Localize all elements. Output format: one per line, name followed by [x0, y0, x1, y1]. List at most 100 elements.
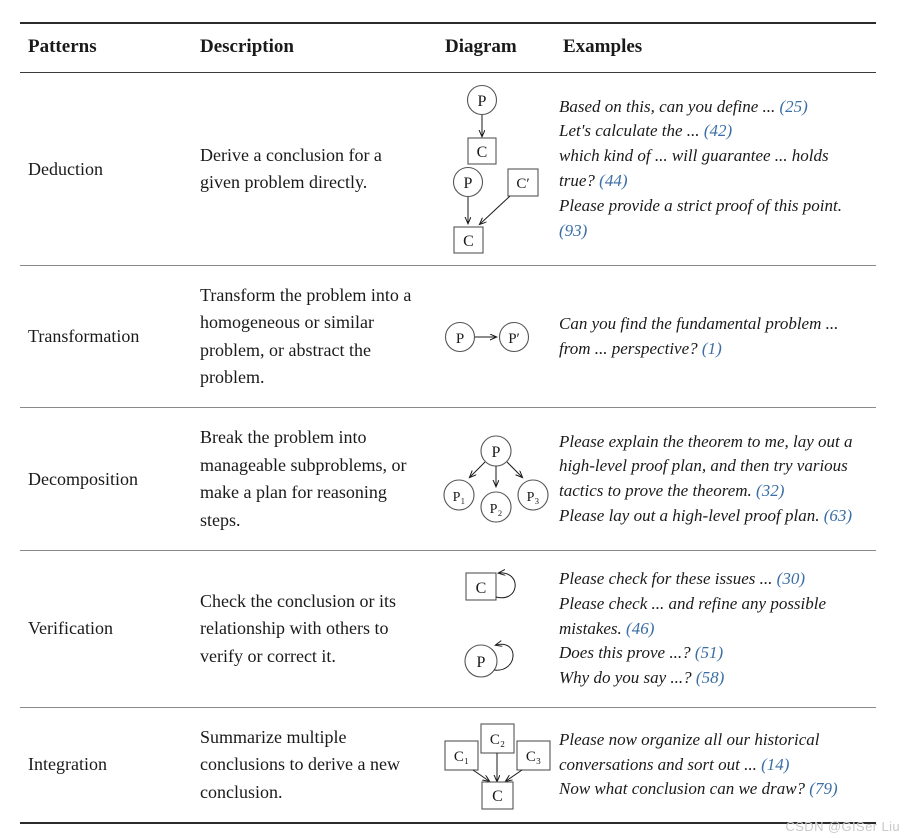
- pattern-description: Check the conclusion or its relationship…: [200, 590, 396, 666]
- table-row: Integration Summarize multiple conclusio…: [20, 708, 876, 823]
- example-citation: (46): [626, 618, 655, 638]
- example-citation: (14): [761, 754, 790, 774]
- pattern-description: Summarize multiple conclusions to derive…: [200, 726, 400, 802]
- row-rule: [20, 707, 876, 708]
- example-citation: (42): [703, 121, 733, 141]
- decomposition-diagram: P P₁ P₂: [437, 408, 555, 550]
- svg-text:C₂: C₂: [490, 732, 505, 748]
- example-text: Please provide a strict proof of this po…: [559, 195, 842, 215]
- svg-text:C₃: C₃: [526, 749, 541, 765]
- example-text: Why do you say ...?: [559, 668, 692, 688]
- example-item: Please explain the theorem to me, lay ou…: [559, 430, 868, 504]
- svg-text:C: C: [492, 788, 503, 805]
- example-text: Please now organize all our historical c…: [559, 729, 820, 774]
- example-item: Please check for these issues ... (30): [559, 567, 868, 592]
- row-rule: [20, 407, 876, 409]
- table-row: Decomposition Break the problem into man…: [20, 408, 876, 550]
- example-item: Please provide a strict proof of this po…: [559, 194, 868, 244]
- example-item: Let's calculate the ... (42): [559, 119, 868, 144]
- example-item: Why do you say ...? (58): [559, 666, 868, 691]
- example-item: Based on this, can you define ... (25): [559, 95, 868, 120]
- row-rule: [20, 550, 876, 551]
- pattern-label: Deduction: [28, 158, 103, 179]
- example-text: which kind of ... will guarantee ... hol…: [559, 146, 829, 190]
- table-row: Transformation Transform the problem int…: [20, 266, 876, 408]
- verification-diagram-graphic: C P: [439, 565, 553, 693]
- svg-text:P: P: [456, 331, 464, 347]
- example-citation: (32): [756, 481, 785, 501]
- example-citation: (44): [599, 171, 628, 190]
- deduction-diagram: P C P C′: [437, 73, 555, 266]
- example-text: Please lay out a high-level proof plan.: [559, 505, 820, 525]
- svg-text:P₂: P₂: [490, 502, 503, 517]
- pattern-label: Verification: [28, 618, 113, 639]
- pattern-description: Derive a conclusion for a given problem …: [200, 144, 382, 192]
- svg-text:P₃: P₃: [527, 490, 540, 505]
- pattern-label: Decomposition: [28, 468, 138, 489]
- patterns-table: Patterns Description Diagram Examples De…: [20, 22, 876, 826]
- table-bottom-rule: [20, 822, 876, 826]
- example-item: Does this prove ...? (51): [559, 641, 868, 666]
- svg-text:P: P: [492, 444, 501, 461]
- svg-text:C′: C′: [516, 176, 529, 192]
- column-header-description: Description: [200, 36, 294, 57]
- pattern-label: Transformation: [28, 326, 140, 347]
- example-citation: (63): [823, 505, 853, 525]
- deduction-diagram-graphic: P C P C′: [439, 83, 553, 255]
- decomposition-diagram-graphic: P P₁ P₂: [439, 433, 553, 525]
- svg-text:P: P: [464, 175, 473, 192]
- integration-diagram: C₂ C₁ C₃: [437, 708, 555, 823]
- examples-list: Please check for these issues ... (30) P…: [555, 551, 876, 708]
- pattern-label: Integration: [28, 754, 107, 775]
- examples-list: Based on this, can you define ... (25) L…: [555, 73, 876, 266]
- example-item: Can you find the fundamental problem ...…: [559, 312, 868, 362]
- svg-text:P′: P′: [508, 331, 520, 347]
- table-row: Verification Check the conclusion or its…: [20, 551, 876, 708]
- example-item: Please check ... and refine any possible…: [559, 592, 868, 642]
- example-text: Now what conclusion can we draw?: [559, 779, 806, 799]
- column-header-diagram: Diagram: [445, 36, 517, 57]
- transformation-diagram: P P′: [437, 266, 555, 408]
- integration-diagram-graphic: C₂ C₁ C₃: [439, 720, 553, 810]
- example-citation: (79): [809, 779, 838, 799]
- example-text: Let's calculate the ...: [559, 121, 700, 141]
- examples-list: Can you find the fundamental problem ...…: [555, 266, 876, 408]
- example-item: which kind of ... will guarantee ... hol…: [559, 144, 868, 194]
- examples-list: Please explain the theorem to me, lay ou…: [555, 408, 876, 550]
- examples-list: Please now organize all our historical c…: [555, 708, 876, 823]
- example-citation: (1): [701, 338, 722, 358]
- svg-text:C: C: [477, 144, 488, 161]
- example-text: Please check for these issues ...: [559, 568, 773, 588]
- svg-text:C: C: [476, 580, 487, 597]
- table-body: Deduction Derive a conclusion for a give…: [20, 73, 876, 826]
- header-row: Patterns Description Diagram Examples: [20, 24, 876, 73]
- example-citation: (25): [779, 96, 808, 116]
- svg-text:C₁: C₁: [454, 749, 469, 765]
- svg-text:P: P: [477, 654, 486, 671]
- watermark: CSDN @GISer Liu: [785, 819, 900, 834]
- example-citation: (93): [559, 220, 588, 240]
- example-citation: (58): [695, 668, 725, 688]
- example-text: Can you find the fundamental problem ...…: [559, 313, 839, 358]
- example-citation: (30): [776, 568, 805, 588]
- example-text: Based on this, can you define ...: [559, 96, 776, 116]
- svg-text:C: C: [463, 233, 474, 250]
- table-row: Deduction Derive a conclusion for a give…: [20, 73, 876, 266]
- example-item: Please lay out a high-level proof plan. …: [559, 504, 868, 529]
- example-text: Please check ... and refine any possible…: [559, 593, 827, 638]
- example-item: Please now organize all our historical c…: [559, 728, 868, 778]
- column-header-patterns: Patterns: [28, 36, 97, 57]
- transformation-diagram-graphic: P P′: [439, 317, 553, 357]
- example-text: Please explain the theorem to me, lay ou…: [559, 431, 853, 501]
- row-rule: [20, 265, 876, 266]
- svg-text:P₁: P₁: [453, 490, 466, 505]
- pattern-description: Break the problem into manageable subpro…: [200, 427, 407, 530]
- column-header-examples: Examples: [563, 36, 643, 57]
- example-citation: (51): [694, 643, 724, 663]
- table-header: Patterns Description Diagram Examples: [20, 22, 876, 73]
- svg-text:P: P: [478, 93, 487, 110]
- verification-diagram: C P: [437, 551, 555, 708]
- example-text: Does this prove ...?: [559, 643, 691, 663]
- example-item: Now what conclusion can we draw? (79): [559, 777, 868, 802]
